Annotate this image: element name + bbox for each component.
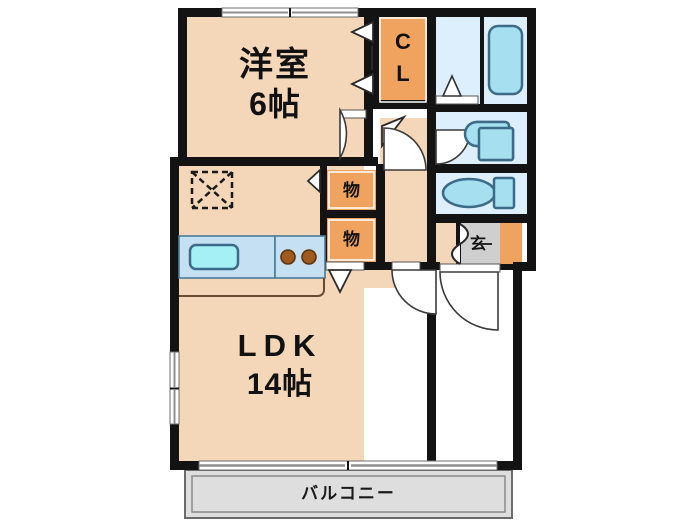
wall-toilet-genkan [427,214,536,223]
ldk-hall-door-panel[interactable] [391,261,421,271]
bedroom-door-swing-icon[interactable] [339,107,348,161]
wall-left-upper [178,8,187,164]
balcony-area [184,469,513,519]
wall-ldk-right [427,262,436,462]
bedroom-floor [186,16,364,158]
genkan-label: 玄 [469,236,486,253]
bedroom-label-size: 6帖 [249,86,301,122]
ldk-hall-door-swing-icon[interactable] [391,269,437,315]
wall-cl-left [373,8,379,108]
wall-left-ldk [170,157,179,470]
entrance-door-swing-icon[interactable] [439,271,499,331]
toilet-bowl-icon [441,177,497,209]
toilet-tank-icon [492,176,516,210]
entrance-door-panel[interactable] [439,263,501,273]
kitchen [178,170,326,297]
closet-label-c: C [395,29,411,54]
hall-door-swing-icon[interactable] [383,127,427,171]
wall-toilet-left [427,166,436,222]
storage-upper-fill [327,170,376,210]
cl-inner-outline [379,17,427,103]
closet-cl-fill [378,16,428,104]
washroom-fixtures-top [463,120,515,162]
shoe-cabinet-fill [500,222,522,268]
wall-hall-right-lower [427,222,436,270]
windows [169,7,498,471]
storage-upper-label: 物 [343,181,360,200]
room-fills [178,16,460,462]
genkan-fold-door-icon[interactable] [451,223,469,265]
closet-fold-door-lower-icon[interactable] [349,72,374,96]
wall-washroom-left [427,104,436,166]
washer-space-icon-front [477,126,515,162]
storage-upper-door-icon[interactable] [306,167,321,195]
bedroom-label-name: 洋室 [239,46,311,84]
storage-lower-fill [327,218,376,262]
wall-right-lower [513,262,522,470]
bathtub-icon [487,24,524,96]
kitchen-sink-icon [188,243,240,271]
wall-hall-bottom-left [364,262,392,270]
wall-right-upper [527,8,536,270]
doors [306,20,501,331]
ldk-label-size: 14帖 [246,368,314,401]
storage-fills [327,16,522,268]
wall-storage-mid [320,210,385,218]
wall-bath-tub-divider [480,16,484,104]
wall-cl-right [427,8,436,108]
ceiling-hatch-diagonal-2 [191,171,233,209]
storage-upper-inner-outline [328,171,375,209]
storage-lower-inner-outline [328,219,375,261]
closet-fold-door-upper-icon[interactable] [349,20,374,44]
stove-burner-left-icon [280,249,296,265]
ceiling-hatch-marker-icon [190,170,234,210]
wall-bath-washroom [436,104,528,112]
kitchen-counter-front-edge [179,278,325,297]
storage-lower-door-icon[interactable] [327,269,353,295]
ceiling-hatch-diagonal-1 [191,171,233,209]
balcony-label: バルコニー [301,484,396,503]
wall-cl-bottom [364,100,436,109]
closet-inner-outlines [328,17,427,261]
bathroom-door-swing-icon [441,74,463,97]
closet-label-l: L [396,61,410,86]
wall-right-jog [513,262,536,271]
storage-lower-door-panel[interactable] [325,261,365,271]
stove-burner-right-icon [301,249,317,265]
bathroom-door-panel[interactable] [435,95,479,105]
wall-bedroom-bottom [178,157,378,166]
ldk-label-name: LDK [237,328,323,363]
wall-washroom-toilet [427,164,528,173]
balcony-inner [191,475,506,513]
storage-lower-label: 物 [343,230,360,249]
